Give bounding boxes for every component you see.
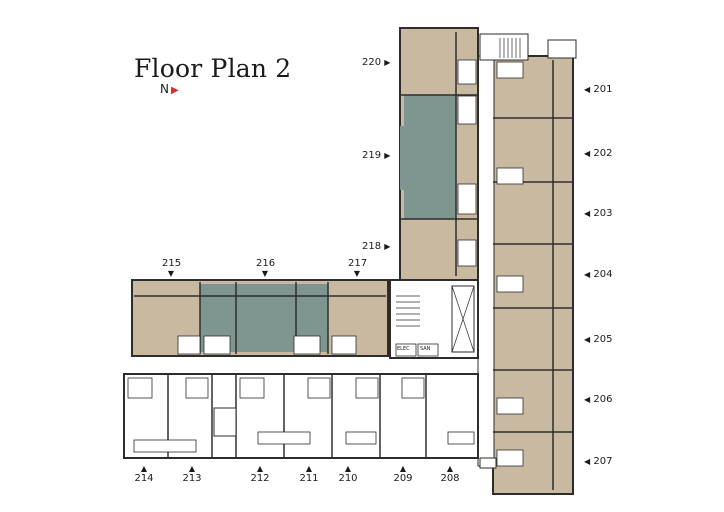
service-core: [389, 279, 479, 359]
unit-label-205[interactable]: ◀ 205: [584, 334, 613, 345]
pointer-up-icon: ▲: [399, 464, 407, 473]
unit-label-201[interactable]: ◀ 201: [584, 84, 613, 95]
north-indicator: N▶: [160, 82, 179, 96]
unit-label-204[interactable]: ◀ 204: [584, 269, 613, 280]
core-label-sani: SAN: [420, 346, 431, 352]
pointer-up-icon: ▲: [344, 464, 352, 473]
pointer-left-icon: ◀: [584, 395, 591, 404]
unit-label-210[interactable]: ▲210: [338, 464, 358, 484]
north-arrow-icon: ▶: [170, 85, 179, 96]
unit-label-208[interactable]: ▲208: [440, 464, 460, 484]
pointer-right-icon: ▶: [384, 242, 391, 251]
pointer-down-icon: ▼: [261, 269, 269, 278]
unit-label-207[interactable]: ◀ 207: [584, 456, 613, 467]
pointer-up-icon: ▲: [256, 464, 264, 473]
pointer-right-icon: ▶: [384, 151, 391, 160]
unit-label-213[interactable]: ▲213: [182, 464, 202, 484]
unit-label-209[interactable]: ▲209: [393, 464, 413, 484]
pointer-left-icon: ◀: [584, 209, 591, 218]
unit-label-218[interactable]: 218 ▶: [362, 241, 391, 252]
unit-label-211[interactable]: ▲211: [299, 464, 319, 484]
unit-label-216[interactable]: 216▼: [256, 258, 276, 278]
middle-block: [131, 279, 389, 357]
unit-label-206[interactable]: ◀ 206: [584, 394, 613, 405]
pointer-left-icon: ◀: [584, 270, 591, 279]
pointer-up-icon: ▲: [188, 464, 196, 473]
unit-label-212[interactable]: ▲212: [250, 464, 270, 484]
pointer-left-icon: ◀: [584, 149, 591, 158]
pointer-left-icon: ◀: [584, 85, 591, 94]
pointer-left-icon: ◀: [584, 335, 591, 344]
pointer-right-icon: ▶: [384, 58, 391, 67]
pointer-up-icon: ▲: [305, 464, 313, 473]
unit-label-214[interactable]: ▲214: [134, 464, 154, 484]
unit-label-217[interactable]: 217▼: [348, 258, 368, 278]
unit-label-220[interactable]: 220 ▶: [362, 57, 391, 68]
north-letter: N: [160, 82, 169, 96]
unit-label-203[interactable]: ◀ 203: [584, 208, 613, 219]
unit-label-219[interactable]: 219 ▶: [362, 150, 391, 161]
core-label-elec: ELEC: [397, 346, 410, 352]
pointer-up-icon: ▲: [446, 464, 454, 473]
plan-title: Floor Plan 2: [134, 54, 292, 83]
pointer-down-icon: ▼: [353, 269, 361, 278]
right-wing: [477, 39, 577, 495]
unit-label-215[interactable]: 215▼: [162, 258, 182, 278]
pointer-up-icon: ▲: [140, 464, 148, 473]
pointer-left-icon: ◀: [584, 457, 591, 466]
pointer-down-icon: ▼: [167, 269, 175, 278]
unit-label-202[interactable]: ◀ 202: [584, 148, 613, 159]
bottom-wing: [123, 373, 497, 469]
